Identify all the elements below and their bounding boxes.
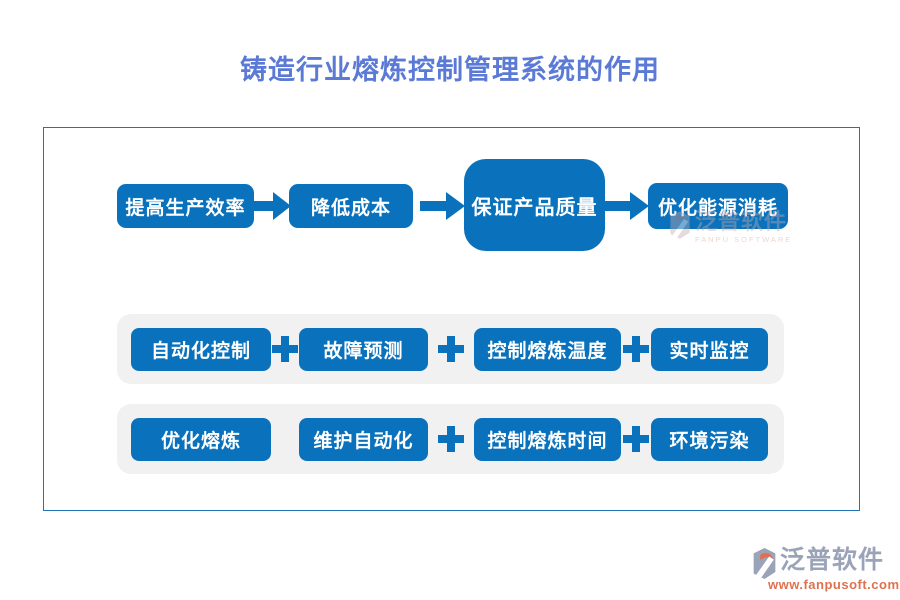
fanpu-logo-icon: [753, 548, 776, 579]
separator-empty: [271, 418, 299, 461]
arrow-right-icon: [604, 192, 649, 220]
feature-realtime-monitoring: 实时监控: [651, 327, 768, 371]
plus-icon: [272, 336, 298, 362]
plus-icon: [438, 336, 464, 362]
flow-step-optimize-energy: 优化能源消耗: [648, 183, 788, 229]
feature-optimize-melting: 优化熔炼: [131, 417, 271, 461]
flow-step-reduce-cost: 降低成本: [289, 184, 413, 228]
feature-maintenance-automation: 维护自动化: [299, 417, 428, 461]
footer-brand-name: 泛普软件: [780, 547, 885, 574]
arrow-right-icon: [251, 192, 291, 220]
feature-automation-control: 自动化控制: [131, 327, 271, 371]
plus-icon: [438, 426, 464, 452]
feature-environment-pollution: 环境污染: [651, 417, 768, 461]
feature-group-1: 自动化控制 故障预测 控制熔炼温度 实时监控: [117, 314, 784, 384]
footer-url: www.fanpusoft.com: [768, 577, 900, 592]
flow-step-improve-efficiency: 提高生产效率: [117, 184, 254, 228]
plus-icon: [623, 426, 649, 452]
arrow-right-icon: [420, 192, 465, 220]
feature-melting-time-control: 控制熔炼时间: [474, 417, 621, 461]
page-title: 铸造行业熔炼控制管理系统的作用: [240, 55, 660, 85]
watermark-caption: FANPU SOFTWARE: [695, 235, 793, 244]
footer-brand: 泛普软件 www.fanpusoft.com: [752, 547, 900, 592]
feature-melting-temperature-control: 控制熔炼温度: [474, 327, 621, 371]
feature-group-2: 优化熔炼 维护自动化 控制熔炼时间 环境污染: [117, 404, 784, 474]
flow-step-guarantee-quality: 保证产品质量: [464, 159, 605, 251]
plus-icon: [623, 336, 649, 362]
content-frame: 提高生产效率 降低成本 保证产品质量 优化能源消耗 泛普软件 FANPU SOF…: [43, 127, 860, 511]
feature-fault-prediction: 故障预测: [299, 327, 428, 371]
